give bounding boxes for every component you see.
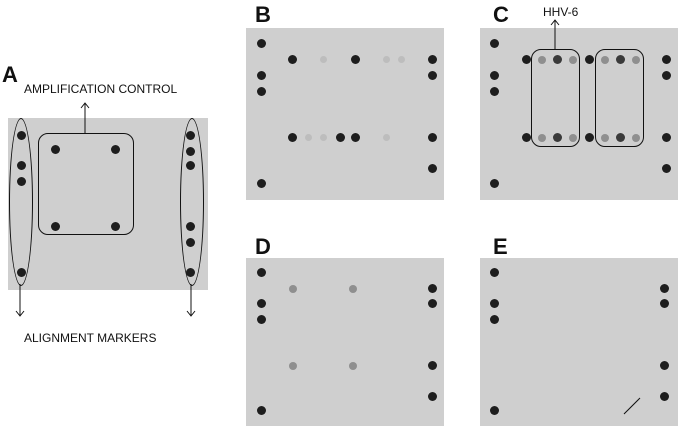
spot (17, 268, 26, 277)
spot (320, 56, 327, 63)
spot (257, 268, 266, 277)
spot (111, 145, 120, 154)
spot (17, 131, 26, 140)
spot (490, 299, 499, 308)
alignment-markers-label: ALIGNMENT MARKERS (24, 331, 157, 345)
spot (428, 164, 437, 173)
spot (569, 56, 577, 64)
spot (660, 299, 669, 308)
spot (257, 71, 266, 80)
spot (186, 222, 195, 231)
amplification-control-box (38, 133, 134, 235)
panel-d-letter: D (255, 234, 271, 259)
spot (289, 285, 297, 293)
spot (288, 133, 297, 142)
spot (398, 56, 405, 63)
panel-a-letter: A (2, 62, 18, 87)
spot (51, 145, 60, 154)
spot (383, 56, 390, 63)
spot (257, 299, 266, 308)
panel-d-membrane (246, 258, 444, 426)
spot (569, 134, 577, 142)
spot (186, 268, 195, 277)
spot (349, 285, 357, 293)
spot (660, 361, 669, 370)
panel-a-membrane (8, 118, 208, 290)
spot (428, 392, 437, 401)
spot (632, 134, 640, 142)
spot (662, 71, 671, 80)
spot (257, 39, 266, 48)
spot (490, 179, 499, 188)
spot (490, 71, 499, 80)
hhv6-box-left (531, 49, 580, 147)
spot (186, 238, 195, 247)
spot (553, 133, 562, 142)
spot (585, 55, 594, 64)
spot (288, 55, 297, 64)
spot (490, 315, 499, 324)
spot (186, 161, 195, 170)
spot (490, 268, 499, 277)
spot (585, 133, 594, 142)
spot (257, 179, 266, 188)
spot (428, 133, 437, 142)
amplification-control-label: AMPLIFICATION CONTROL (24, 82, 178, 96)
spot (351, 133, 360, 142)
spot (662, 164, 671, 173)
spot (17, 177, 26, 186)
panel-e-membrane (480, 258, 678, 426)
spot (51, 222, 60, 231)
spot (490, 87, 499, 96)
spot (336, 133, 345, 142)
spot (662, 133, 671, 142)
spot (490, 39, 499, 48)
alignment-marker-outline-left (9, 118, 33, 286)
spot (553, 55, 562, 64)
panel-e-letter: E (493, 234, 508, 259)
spot (428, 361, 437, 370)
spot (257, 87, 266, 96)
spot (111, 222, 120, 231)
spot (601, 56, 609, 64)
spot (257, 315, 266, 324)
spot (351, 55, 360, 64)
panel-b-membrane (246, 28, 444, 200)
spot (632, 56, 640, 64)
spot (428, 55, 437, 64)
spot (601, 134, 609, 142)
spot (289, 362, 297, 370)
spot (186, 147, 195, 156)
spot (616, 133, 625, 142)
spot (428, 299, 437, 308)
spot (616, 55, 625, 64)
spot (538, 134, 546, 142)
spot (257, 406, 266, 415)
spot (522, 55, 531, 64)
spot (662, 55, 671, 64)
hhv6-label: HHV-6 (543, 5, 579, 19)
spot (660, 392, 669, 401)
spot (428, 71, 437, 80)
spot (349, 362, 357, 370)
spot (490, 406, 499, 415)
panel-b-letter: B (255, 2, 271, 27)
spot (522, 133, 531, 142)
alignment-marker-outline-right (180, 118, 204, 286)
spot (428, 284, 437, 293)
spot (305, 134, 312, 141)
panel-c-letter: C (493, 2, 509, 27)
spot (538, 56, 546, 64)
spot (320, 134, 327, 141)
spot (17, 161, 26, 170)
spot (186, 131, 195, 140)
spot (383, 134, 390, 141)
hhv6-box-right (595, 49, 644, 147)
spot (660, 284, 669, 293)
